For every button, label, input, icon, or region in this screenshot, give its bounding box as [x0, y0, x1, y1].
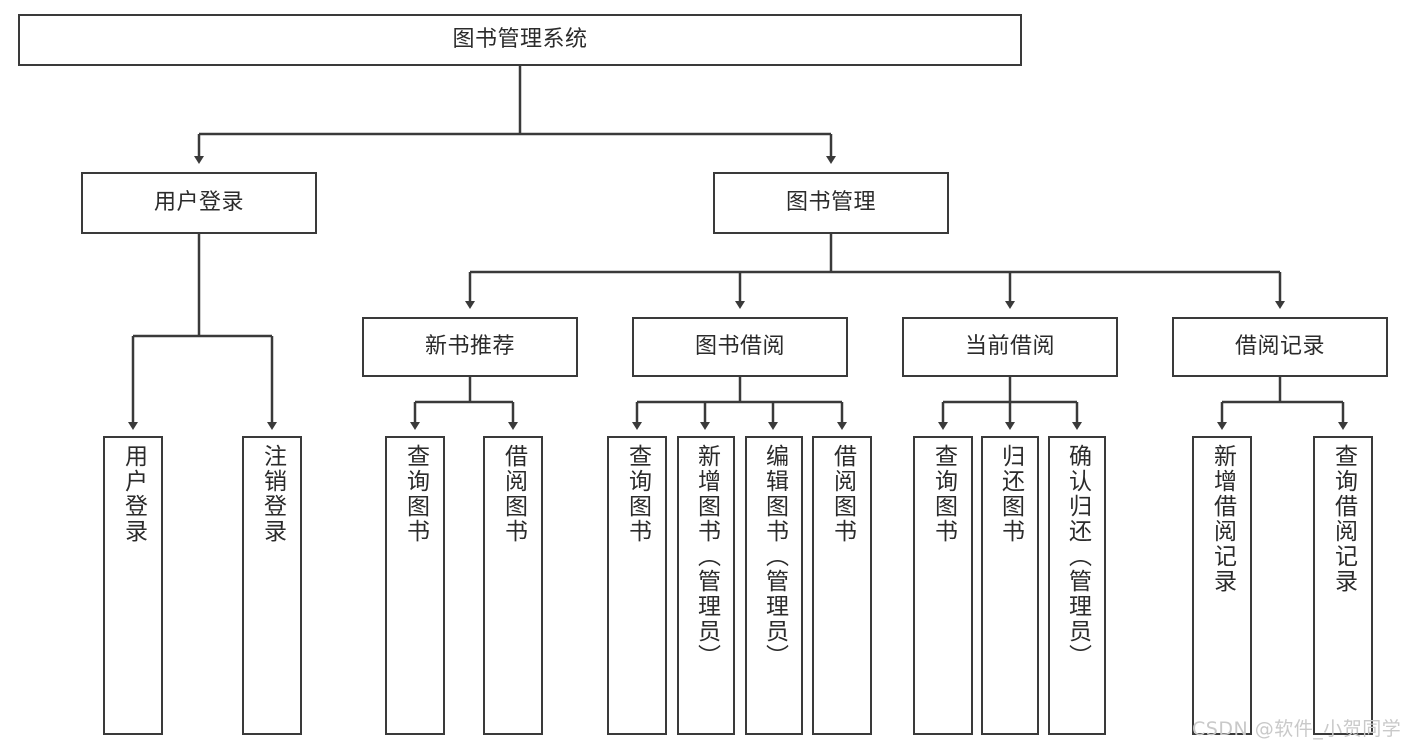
node-leaf-book-borrow-2[interactable]: 新增图书（管理员） — [677, 436, 735, 735]
node-label: 查询图书 — [930, 444, 957, 544]
node-label: 图书管理系统 — [452, 27, 588, 53]
node-label: 新增图书（管理员） — [693, 444, 720, 669]
node-label: 用户登录 — [153, 190, 244, 216]
node-leaf-book-borrow-1[interactable]: 查询图书 — [607, 436, 667, 735]
node-label: 借阅记录 — [1234, 334, 1325, 360]
node-label: 编辑图书（管理员） — [761, 444, 788, 669]
node-leaf-borrow-record-1[interactable]: 新增借阅记录 — [1192, 436, 1252, 735]
node-leaf-book-borrow-3[interactable]: 编辑图书（管理员） — [745, 436, 803, 735]
node-label: 当前借阅 — [964, 334, 1055, 360]
node-book-borrow[interactable]: 图书借阅 — [632, 317, 848, 377]
node-leaf-user-login-2[interactable]: 注销登录 — [242, 436, 302, 735]
node-label: 用户登录 — [120, 444, 147, 544]
node-leaf-current-borrow-2[interactable]: 归还图书 — [981, 436, 1039, 735]
node-label: 借阅图书 — [829, 444, 856, 544]
node-new-book-recommend[interactable]: 新书推荐 — [362, 317, 578, 377]
node-leaf-new-book-2[interactable]: 借阅图书 — [483, 436, 543, 735]
csdn-watermark: CSDN @软件_小贺同学 — [1192, 718, 1402, 740]
node-label: 借阅图书 — [500, 444, 527, 544]
node-label: 图书管理 — [785, 190, 876, 216]
node-leaf-current-borrow-3[interactable]: 确认归还（管理员） — [1048, 436, 1106, 735]
node-label: 新书推荐 — [424, 334, 515, 360]
node-leaf-new-book-1[interactable]: 查询图书 — [385, 436, 445, 735]
node-label: 图书借阅 — [694, 334, 785, 360]
node-leaf-book-borrow-4[interactable]: 借阅图书 — [812, 436, 872, 735]
node-borrow-record[interactable]: 借阅记录 — [1172, 317, 1388, 377]
node-book-manage[interactable]: 图书管理 — [713, 172, 949, 234]
node-label: 查询图书 — [402, 444, 429, 544]
node-label: 归还图书 — [997, 444, 1024, 544]
node-label: 查询借阅记录 — [1330, 444, 1357, 594]
node-label: 注销登录 — [259, 444, 286, 544]
node-user-login[interactable]: 用户登录 — [81, 172, 317, 234]
node-leaf-user-login-1[interactable]: 用户登录 — [103, 436, 163, 735]
node-current-borrow[interactable]: 当前借阅 — [902, 317, 1118, 377]
node-leaf-current-borrow-1[interactable]: 查询图书 — [913, 436, 973, 735]
node-label: 新增借阅记录 — [1209, 444, 1236, 594]
node-root-system[interactable]: 图书管理系统 — [18, 14, 1022, 66]
node-label: 确认归还（管理员） — [1064, 444, 1091, 669]
node-leaf-borrow-record-2[interactable]: 查询借阅记录 — [1313, 436, 1373, 735]
node-label: 查询图书 — [624, 444, 651, 544]
